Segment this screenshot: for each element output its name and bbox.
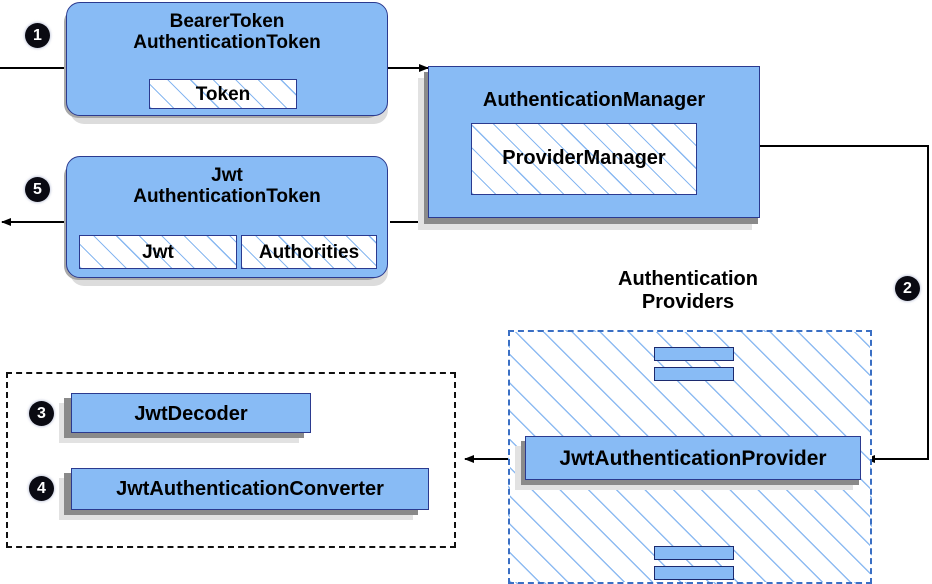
step-bullet-3: 3 <box>29 401 54 426</box>
jwt-decoder-label: JwtDecoder <box>134 403 248 425</box>
provider-stub-bottom-1 <box>654 546 734 560</box>
jwt-token-inner-jwt-box[interactable] <box>79 235 237 269</box>
step-bullet-2: 2 <box>895 276 920 301</box>
authentication-providers-title: Authentication Providers <box>618 268 758 313</box>
bearer-token-label: BearerToken AuthenticationToken <box>133 11 321 54</box>
jwt-authentication-converter-box[interactable]: JwtAuthenticationConverter <box>71 468 429 510</box>
jwt-decoder-box[interactable]: JwtDecoder <box>71 393 311 433</box>
authentication-manager-label: AuthenticationManager <box>482 89 706 111</box>
bearer-token-inner-token-box[interactable] <box>149 79 297 109</box>
provider-stub-bottom-2 <box>654 566 734 580</box>
jwt-authentication-provider-label: JwtAuthenticationProvider <box>559 447 827 470</box>
jwt-authentication-provider-box[interactable]: JwtAuthenticationProvider <box>525 436 861 480</box>
provider-manager-box[interactable] <box>471 123 697 195</box>
step-bullet-5: 5 <box>25 177 50 202</box>
provider-stub-top-1 <box>654 347 734 361</box>
jwt-token-box[interactable]: Jwt AuthenticationToken Jwt Authorities <box>66 156 388 278</box>
provider-stub-top-2 <box>654 367 734 381</box>
authentication-manager-box[interactable]: AuthenticationManager ProviderManager <box>428 66 760 218</box>
jwt-token-label: Jwt AuthenticationToken <box>133 165 321 208</box>
step-bullet-4: 4 <box>29 476 54 501</box>
bearer-token-box[interactable]: BearerToken AuthenticationToken Token <box>66 2 388 116</box>
jwt-token-inner-authorities-box[interactable] <box>241 235 377 269</box>
step-bullet-1: 1 <box>25 23 50 48</box>
jwt-authentication-converter-label: JwtAuthenticationConverter <box>116 478 384 500</box>
